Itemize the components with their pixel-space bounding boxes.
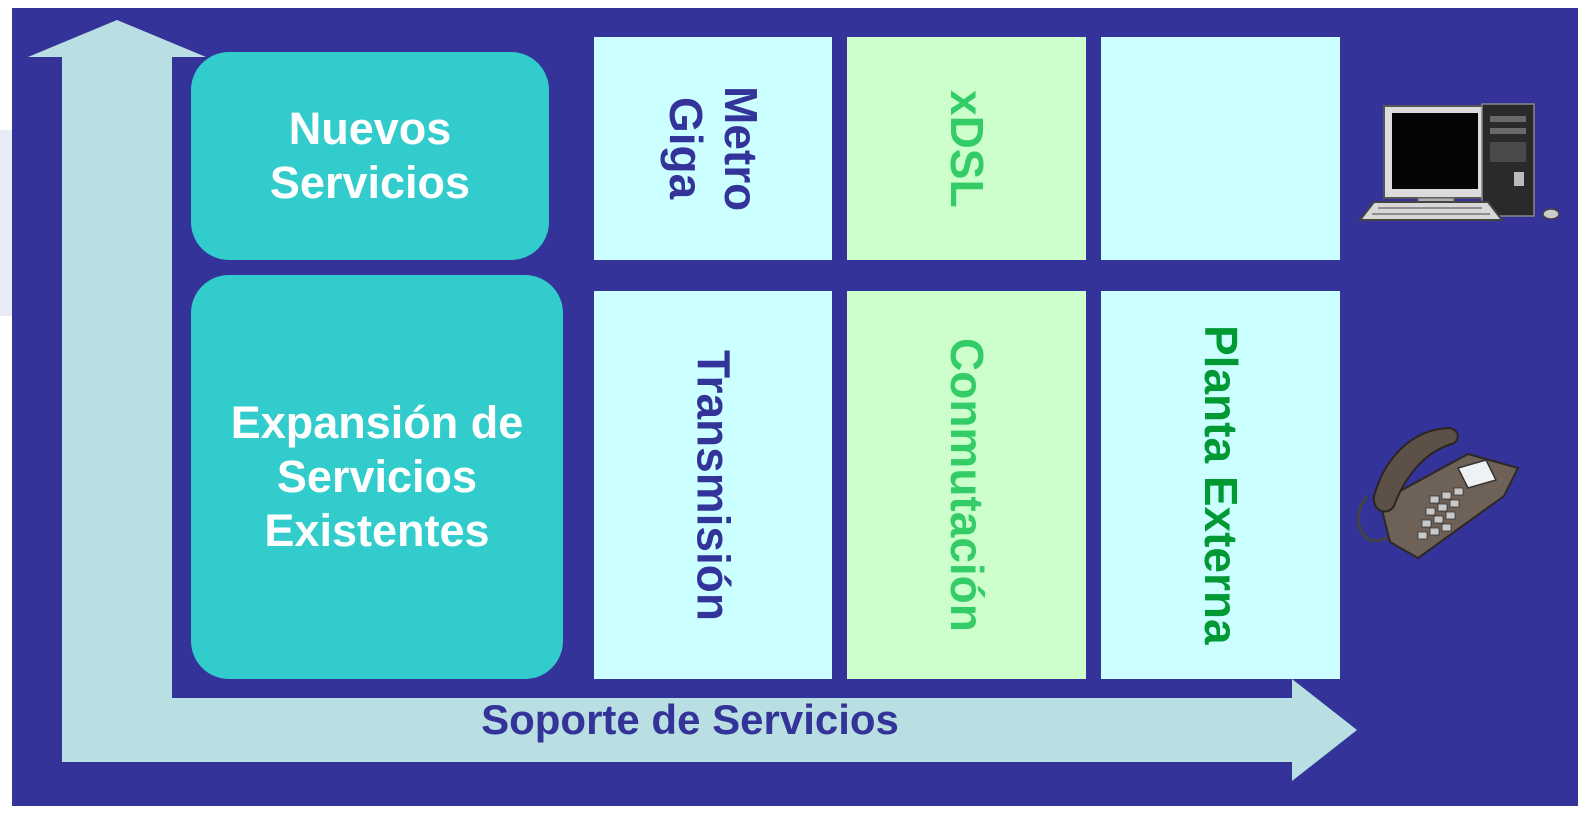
column-planta-externa: Planta Externa bbox=[1101, 291, 1340, 679]
axis-label-soporte: Soporte de Servicios bbox=[481, 696, 899, 743]
transmision-label: Transmisión bbox=[687, 349, 740, 621]
column-transmision: Transmisión bbox=[594, 291, 832, 679]
column-blank bbox=[1101, 37, 1340, 260]
existing-services-label: Expansión de Servicios Existentes bbox=[230, 397, 524, 556]
column-xdsl: xDSL bbox=[847, 37, 1086, 260]
column-metro-giga: Metro Giga bbox=[594, 37, 832, 260]
column-conmutacion: Conmutación bbox=[847, 291, 1086, 679]
metro-giga-label: Metro Giga bbox=[660, 85, 768, 212]
telephone-icon bbox=[1357, 426, 1520, 560]
conmutacion-label: Conmutación bbox=[941, 338, 994, 632]
new-services-label: Nuevos Servicios bbox=[269, 103, 471, 208]
planta-externa-label: Planta Externa bbox=[1195, 325, 1248, 645]
new-services-block: Nuevos Servicios bbox=[191, 52, 549, 260]
vertical-axis-arrow bbox=[28, 20, 1357, 781]
existing-services-block: Expansión de Servicios Existentes bbox=[191, 275, 563, 679]
computer-icon bbox=[1357, 103, 1560, 221]
xdsl-label: xDSL bbox=[941, 89, 994, 208]
